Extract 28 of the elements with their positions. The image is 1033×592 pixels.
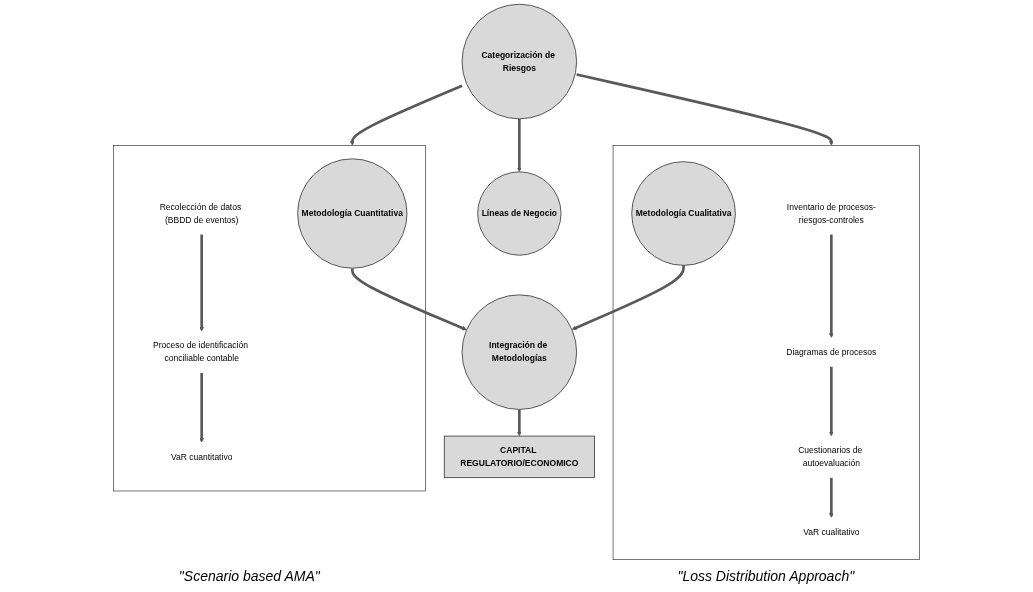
node-text: VaR cualitativo [803, 527, 860, 537]
node-text: VaR cuantitativo [170, 452, 233, 462]
arrow [517, 409, 522, 437]
arrow [829, 477, 834, 518]
node-text: Inventario de procesos-riesgos-controles [786, 202, 876, 225]
node-circle: Metodología Cualitativa [631, 161, 736, 266]
node-circle: Integración de Metodologías [461, 294, 578, 410]
node-text: Diagramas de procesos [786, 347, 877, 357]
arrow [576, 73, 834, 146]
node-circle: Metodología Cuantitativa [297, 158, 408, 269]
node-circle: Categorización de Riesgos [461, 3, 578, 120]
arrow [829, 366, 834, 437]
arrow [517, 118, 522, 173]
arrow [199, 234, 204, 332]
arrow [571, 265, 685, 330]
note-text: "Scenario based AMA" [178, 568, 320, 584]
node-box: CAPITAL REGULATORIO/ECONOMICO [443, 435, 595, 479]
cluster [113, 145, 426, 492]
node-circle: Líneas de Negocio [477, 171, 562, 256]
node-text: Proceso de identificación conciliable contable [153, 340, 248, 363]
cluster [612, 145, 920, 560]
node-text: Recolección de datos (BBDD de eventos) [159, 202, 242, 225]
arrow [350, 268, 467, 331]
node-text: Cuestionarios de autoevaluación [798, 445, 863, 468]
arrow [349, 84, 463, 146]
note-text: "Loss Distribution Approach" [677, 568, 855, 584]
arrow [199, 372, 204, 443]
arrow [829, 234, 834, 338]
